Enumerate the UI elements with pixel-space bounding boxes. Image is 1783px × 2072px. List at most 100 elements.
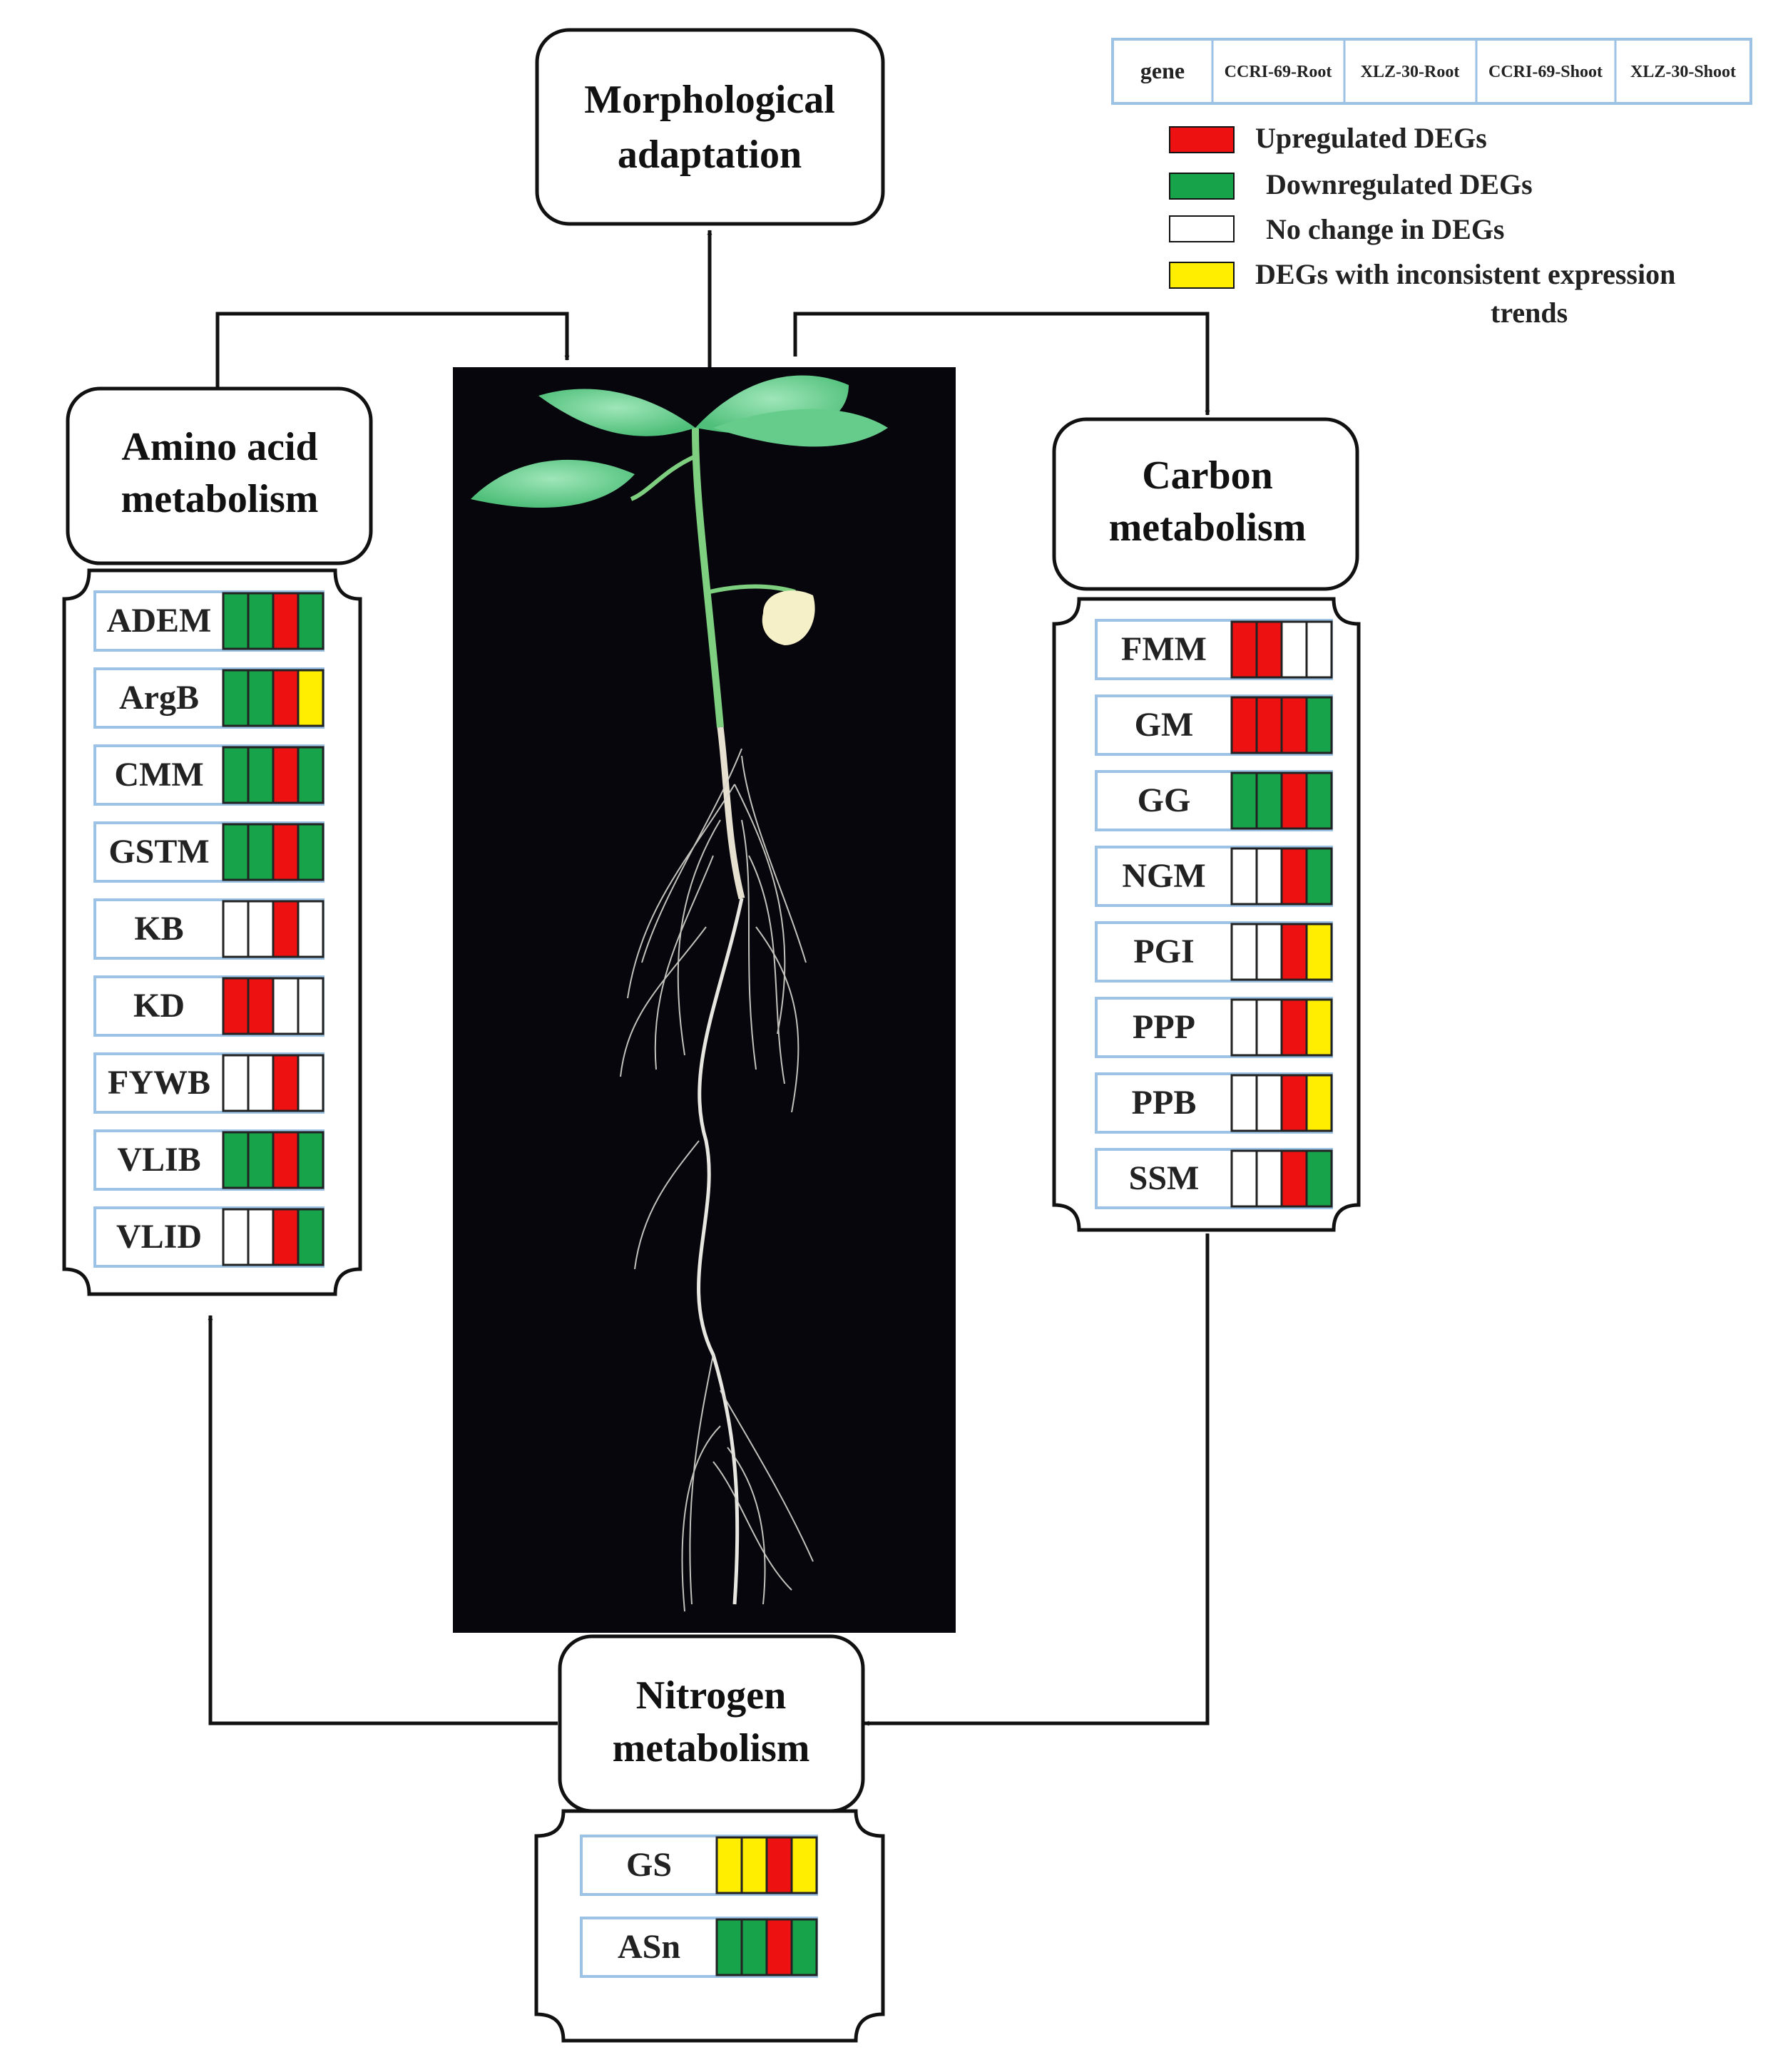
amino-gene-row-fywb: FYWB [93, 1052, 325, 1114]
gene-label-kd: KD [133, 987, 185, 1025]
expression-cell-asn-2 [740, 1918, 768, 1976]
expression-cell-gg-1 [1230, 771, 1258, 830]
amino-acid-panel: Amino acid metabolism ADEMArgBCMMGSTMKBK… [62, 386, 373, 1296]
expression-cell-kb-2 [247, 900, 275, 958]
expression-cell-pgi-4 [1305, 923, 1333, 981]
expression-cell-ppp-4 [1305, 998, 1333, 1057]
gene-label-ngm: NGM [1122, 857, 1205, 895]
carbon-gene-row-gm: GM [1095, 694, 1333, 756]
expression-cell-kd-3 [272, 977, 300, 1035]
expression-cell-gm-4 [1305, 696, 1333, 754]
expression-cell-gstm-2 [247, 823, 275, 881]
expression-cell-fywb-2 [247, 1054, 275, 1112]
header-gene: gene [1140, 58, 1185, 83]
expression-cell-gstm-1 [222, 823, 250, 881]
legend-swatch-up [1169, 126, 1235, 153]
expression-cell-asn-1 [715, 1918, 743, 1976]
carbon-title-line2: metabolism [1109, 506, 1307, 550]
legend: Upregulated DEGs Downregulated DEGs No c… [1169, 122, 1675, 329]
expression-cell-ngm-2 [1255, 847, 1283, 906]
gene-label-cmm: CMM [114, 756, 203, 794]
header-ccri69-root: CCRI-69-Root [1225, 63, 1332, 81]
legend-label-none: No change in DEGs [1266, 213, 1505, 245]
expression-cell-gs-4 [790, 1836, 818, 1894]
expression-cell-ssm-3 [1280, 1149, 1308, 1208]
gene-label-gm: GM [1135, 706, 1194, 744]
expression-cell-adem-2 [247, 592, 275, 650]
morphological-title-line1: Morphological [584, 78, 835, 122]
amino-gene-row-cmm: CMM [93, 744, 325, 806]
legend-label-inconsistent: DEGs with inconsistent expression [1255, 258, 1675, 290]
expression-cell-ppb-4 [1305, 1074, 1333, 1132]
expression-cell-ppb-3 [1280, 1074, 1308, 1132]
carbon-gene-row-ppp: PPP [1095, 997, 1333, 1058]
legend-label-inconsistent-line2: trends [1491, 297, 1568, 329]
carbon-gene-row-gg: GG [1095, 770, 1333, 831]
legend-label-up: Upregulated DEGs [1255, 122, 1487, 154]
gene-label-gg: GG [1138, 781, 1191, 819]
expression-cell-ngm-4 [1305, 847, 1333, 906]
gene-label-fywb: FYWB [108, 1064, 210, 1102]
expression-cell-kb-1 [222, 900, 250, 958]
expression-cell-ngm-3 [1280, 847, 1308, 906]
legend-swatch-none [1169, 215, 1235, 242]
gene-header-table: gene CCRI-69-Root XLZ-30-Root CCRI-69-Sh… [1111, 38, 1752, 105]
legend-label-down: Downregulated DEGs [1266, 168, 1533, 200]
expression-cell-cmm-1 [222, 746, 250, 804]
gene-label-ppb: PPB [1132, 1084, 1197, 1122]
expression-cell-adem-1 [222, 592, 250, 650]
carbon-title-line1: Carbon [1142, 453, 1273, 498]
expression-cell-fmm-1 [1230, 620, 1258, 679]
nitrogen-title-line2: metabolism [613, 1726, 810, 1770]
expression-cell-argb-3 [272, 669, 300, 727]
expression-cell-kb-4 [297, 900, 325, 958]
gene-label-argb: ArgB [119, 679, 199, 717]
header-xlz30-shoot: XLZ-30-Shoot [1630, 63, 1736, 81]
expression-cell-fmm-4 [1305, 620, 1333, 679]
expression-cell-ssm-4 [1305, 1149, 1333, 1208]
expression-cell-pgi-3 [1280, 923, 1308, 981]
expression-cell-fywb-1 [222, 1054, 250, 1112]
expression-cell-pgi-2 [1255, 923, 1283, 981]
amino-gene-row-kd: KD [93, 975, 325, 1037]
morphological-adaptation-node: Morphological adaptation [535, 28, 885, 226]
amino-gene-row-kb: KB [93, 898, 325, 960]
expression-cell-gs-2 [740, 1836, 768, 1894]
arrow-amino-to-plant [215, 312, 570, 389]
amino-gene-row-vlib: VLIB [93, 1129, 325, 1191]
expression-cell-fywb-3 [272, 1054, 300, 1112]
expression-cell-fmm-3 [1280, 620, 1308, 679]
expression-cell-ssm-2 [1255, 1149, 1283, 1208]
expression-cell-vlib-4 [297, 1131, 325, 1189]
morphological-title-line2: adaptation [618, 133, 802, 177]
gene-label-fmm: FMM [1121, 630, 1207, 668]
expression-cell-kd-1 [222, 977, 250, 1035]
expression-cell-argb-2 [247, 669, 275, 727]
expression-cell-gm-2 [1255, 696, 1283, 754]
expression-cell-ppb-1 [1230, 1074, 1258, 1132]
expression-cell-adem-4 [297, 592, 325, 650]
expression-cell-kd-2 [247, 977, 275, 1035]
gene-label-ssm: SSM [1129, 1159, 1200, 1197]
carbon-gene-row-ngm: NGM [1095, 846, 1333, 907]
legend-swatch-down [1169, 173, 1235, 200]
carbon-gene-row-ppb: PPB [1095, 1072, 1333, 1134]
expression-cell-vlid-4 [297, 1208, 325, 1266]
expression-cell-gm-3 [1280, 696, 1308, 754]
expression-cell-asn-3 [765, 1918, 793, 1976]
expression-cell-pgi-1 [1230, 923, 1258, 981]
expression-cell-vlid-1 [222, 1208, 250, 1266]
expression-cell-cmm-4 [297, 746, 325, 804]
gene-label-kb: KB [134, 910, 183, 948]
amino-acid-title-line2: metabolism [121, 477, 319, 521]
legend-swatch-inconsistent [1169, 262, 1235, 289]
expression-cell-ppp-3 [1280, 998, 1308, 1057]
expression-cell-vlid-2 [247, 1208, 275, 1266]
expression-cell-ppp-2 [1255, 998, 1283, 1057]
amino-gene-row-gstm: GSTM [93, 821, 325, 883]
carbon-gene-row-fmm: FMM [1095, 619, 1333, 680]
expression-cell-gs-3 [765, 1836, 793, 1894]
